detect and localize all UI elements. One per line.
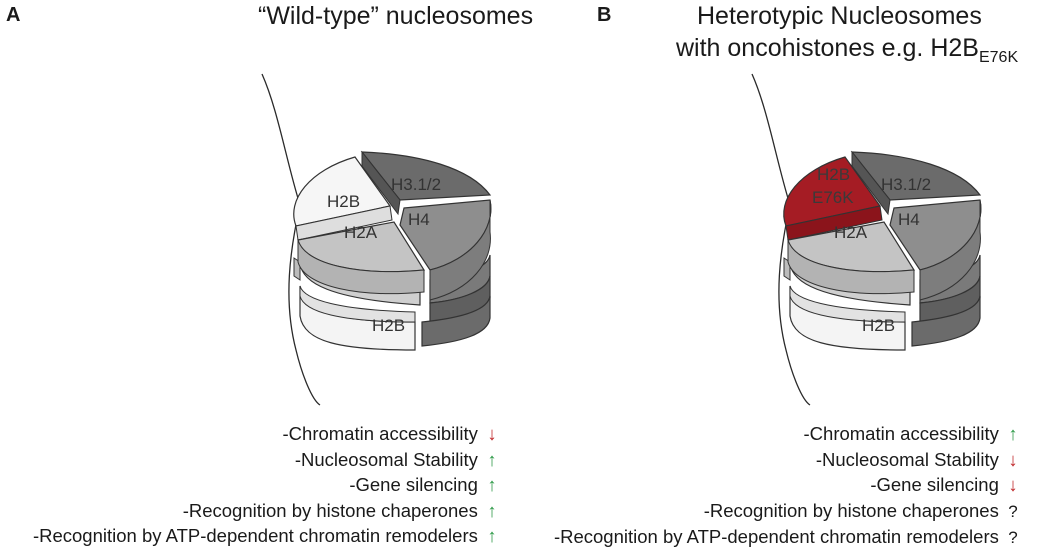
h2a-label-b: H2A [834,223,868,242]
h2b-top-label-a: H2B [327,192,360,211]
effect-text: -Nucleosomal Stability [294,448,478,470]
nucleosome-a: H2B H3.1/2 H2B H2A H4 [261,73,492,406]
h2a-label-a: H2A [344,223,378,242]
effect-row: -Chromatin accessibility ↑ [502,421,1022,447]
panel-b-title-line2: with oncohistones e.g. H2BE76K [676,34,1019,66]
h3-bottom-block-b [911,295,981,347]
h2b-e76k-label-b: H2B [817,165,850,184]
effect-row: -Recognition by histone chaperones ↑ [0,498,501,524]
effect-text: -Gene silencing [349,474,478,495]
effect-text: -Recognition by histone chaperones [703,499,999,521]
effect-text: -Nucleosomal Stability [815,448,999,470]
h2b-bottom-top-a [299,285,416,323]
effect-text: -Chromatin accessibility [803,423,999,444]
effect-row: -Chromatin accessibility ↓ [0,421,501,447]
panel-b-title-subscript: E76K [978,49,1019,66]
effect-row: -Gene silencing ↑ [0,472,501,498]
h4-side-b [919,199,982,301]
h2a-side-a [297,239,425,295]
h2b-bottom-label-b: H2B [862,316,895,335]
arrow-up-icon: ↑ [487,525,497,546]
h3-top-side-a [361,150,401,216]
effect-text: -Recognition by ATP-dependent chromatin … [32,525,478,546]
effect-row: -Nucleosomal Stability ↑ [0,447,501,473]
arrow-down-icon: ↓ [1008,474,1018,495]
h3-top-segment-a [360,151,492,201]
panel-b-title-line2-text: with oncohistones e.g. H2B [676,34,979,62]
dna-strand-b [751,73,811,406]
h2a-side-b [787,239,915,295]
panel-a-label: A [6,4,21,26]
effect-row: -Recognition by ATP-dependent chromatin … [0,523,501,549]
h2b-bottom-top-b [789,285,906,323]
panel-b-label: B [597,4,612,26]
h2b-bottom-label-a: H2B [372,316,405,335]
arrow-down-icon: ↓ [487,423,497,444]
h3-top-side-b [851,150,891,216]
arrow-up-icon: ↑ [1008,423,1018,444]
effect-text: -Gene silencing [870,474,999,495]
h4-label-a: H4 [408,210,430,229]
effect-text: -Recognition by ATP-dependent chromatin … [553,526,999,547]
dna-strand-a [261,73,321,406]
question-mark-icon: ? [1008,528,1018,547]
h2b-top-side-a [295,205,393,241]
arrow-up-icon: ↑ [487,474,497,495]
effect-text: -Recognition by histone chaperones [182,499,478,521]
effect-row: -Gene silencing ↓ [502,472,1022,498]
h3-top-segment-b [850,151,982,201]
h4-label-b: H4 [898,210,920,229]
arrow-up-icon: ↑ [487,499,497,521]
effect-row: -Nucleosomal Stability ↓ [502,447,1022,473]
h31-2-label-a: H3.1/2 [391,175,441,194]
effect-text: -Chromatin accessibility [282,423,478,444]
h2b-e76k-side-b [785,205,883,241]
effect-row: -Recognition by histone chaperones ? [502,498,1022,525]
h4-side-a [429,199,492,301]
effect-row: -Recognition by ATP-dependent chromatin … [502,524,1022,551]
h31-2-label-b: H3.1/2 [881,175,931,194]
arrow-down-icon: ↓ [1008,448,1018,470]
question-mark-icon: ? [1008,501,1018,521]
effects-list-b: -Chromatin accessibility ↑ -Nucleosomal … [502,421,1022,551]
panel-b-title-line1: Heterotypic Nucleosomes [697,2,982,30]
effects-list-a: -Chromatin accessibility ↓ -Nucleosomal … [0,421,501,549]
h3-bottom-block-a [421,295,491,347]
nucleosome-b: H2B H3.1/2 H2B E76K H2A H4 [751,73,982,406]
panel-a-title: “Wild-type” nucleosomes [258,2,534,30]
arrow-up-icon: ↑ [487,448,497,470]
e76k-label-b: E76K [812,188,854,207]
